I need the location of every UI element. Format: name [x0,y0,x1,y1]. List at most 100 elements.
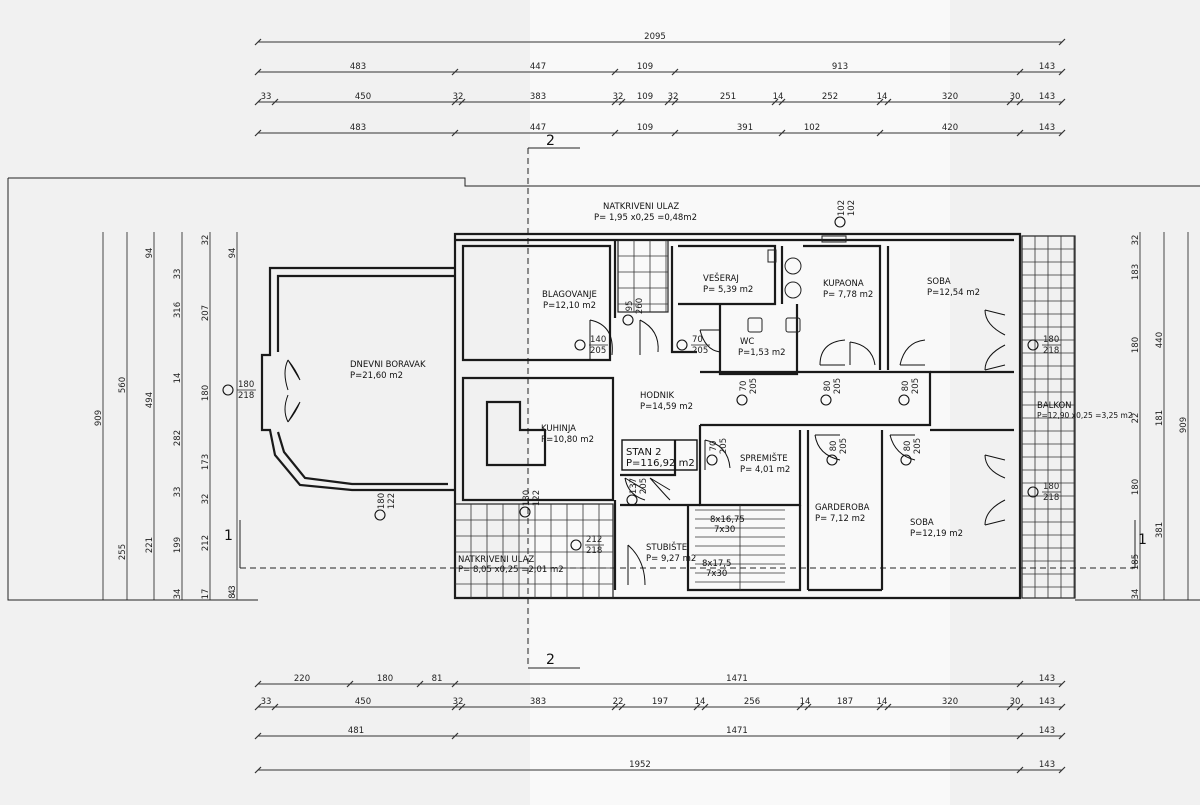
entry-grid [454,503,614,599]
dimension-label: 1952 [629,760,651,770]
room-area-wc: P=1,53 m2 [738,348,786,358]
dimension-label: 180 [201,385,211,401]
stair-labels: 8x16,75 7x30 8x17,5 7x30 [702,515,745,579]
dimension-label: 282 [173,430,183,446]
dimension-label: 32 [1131,235,1141,246]
dimension-label: 143 [1039,123,1055,133]
dimension-label: 34 [173,589,183,600]
dimension-label: 185 [1131,554,1141,570]
dimension-label: 909 [1179,417,1189,433]
dimension-label: 3 [228,585,238,590]
dimension-label: 32 [201,235,211,246]
opening-width: 180 [1043,335,1059,345]
opening-width: 137 [629,478,639,494]
opening-marker [676,339,688,351]
dimension-label: 33 [261,697,272,707]
opening-width: 80 [901,381,911,392]
room-name-hodnik: HODNIK [640,391,674,401]
room-area-kupaona: P= 7,78 m2 [823,290,873,300]
dimension-label: 32 [613,92,624,102]
dimension-label: 33 [173,487,183,498]
dimension-label: 22 [1131,413,1141,424]
plot-boundary-top [8,177,1200,187]
dimension-label: 180 [377,674,393,684]
opening-width: 70 [739,381,749,392]
opening-width: 70 [692,335,703,345]
opening-marker [1027,486,1039,498]
dimension-label: 109 [637,62,653,72]
dimension-label: 14 [877,92,888,102]
dimension-label: 109 [637,92,653,102]
opening-width: 80 [903,441,913,452]
room-name-natkriveni-bottom: NATKRIVENI ULAZ [458,555,534,565]
dimension-label: 420 [942,123,958,133]
dimension-label: 560 [118,377,128,393]
stair-depth-2: 7x30 [706,569,727,579]
dimension-label: 4 [228,589,238,594]
dimension-label: 391 [737,123,753,133]
room-name-spremiste: SPREMIŠTE [740,452,788,464]
opening-height: 205 [839,438,849,454]
dimension-label: 483 [350,123,366,133]
dimension-label: 187 [837,697,853,707]
dimension-label: 494 [145,392,155,408]
dimension-label: 447 [530,123,546,133]
opening-marker [222,384,234,396]
dimension-label: 197 [652,697,668,707]
top-entry-grid [617,239,669,313]
opening-marker [706,454,718,466]
dimension-label: 252 [822,92,838,102]
stair-lines [695,505,785,590]
opening-width: 70 [709,441,719,452]
opening-width: 80 [829,441,839,452]
dimension-label: 450 [355,92,371,102]
dimension-label: 143 [1039,697,1055,707]
section-mark-left: 1 [224,528,233,544]
dimension-label: 255 [118,544,128,560]
dimension-label: 450 [355,697,371,707]
opening-width: 80 [823,381,833,392]
dimension-label: 440 [1155,332,1165,348]
opening-height: 218 [1043,493,1059,503]
room-name-soba-2: SOBA [910,518,934,528]
room-area-blagovanje: P=12,10 m2 [543,301,596,311]
opening-marker [570,539,582,551]
dimension-label: 102 [804,123,820,133]
room-area-balkon: P=12,90 x0,25 =3,25 m2 [1037,411,1133,420]
dimension-label: 173 [201,454,211,470]
opening-height: 218 [238,391,254,401]
dimension-label: 212 [201,535,211,551]
dimension-label: 909 [94,410,104,426]
room-area-garderoba: P= 7,12 m2 [815,514,865,524]
opening-marker [898,394,910,406]
dimension-label: 30 [1010,697,1021,707]
opening-marker [519,506,531,518]
opening-marker [736,394,748,406]
dimension-label: 34 [1131,589,1141,600]
dimension-label: 251 [720,92,736,102]
dimension-label: 320 [942,92,958,102]
dimension-label: 94 [145,248,155,259]
dimension-label: 22 [613,697,624,707]
dimension-label: 381 [1155,522,1165,538]
dimension-label: 1471 [726,726,748,736]
stair-depth-1: 7x30 [714,525,735,535]
room-name-dnevni-boravak: DNEVNI BORAVAK [350,360,426,370]
dimension-label: 143 [1039,674,1055,684]
bathroom-fixtures [747,235,847,333]
dimension-label: 180 [1131,337,1141,353]
dimension-label: 81 [432,674,443,684]
dimension-label: 447 [530,62,546,72]
dimension-label: 316 [173,302,183,318]
dimension-label: 181 [1155,410,1165,426]
dimension-label: 256 [744,697,760,707]
opening-height: 205 [911,378,921,394]
dimension-label: 94 [228,248,238,259]
opening-height: 122 [387,493,397,509]
dimension-label: 33 [261,92,272,102]
opening-width: 95 [625,301,635,312]
opening-height: 205 [590,346,606,356]
